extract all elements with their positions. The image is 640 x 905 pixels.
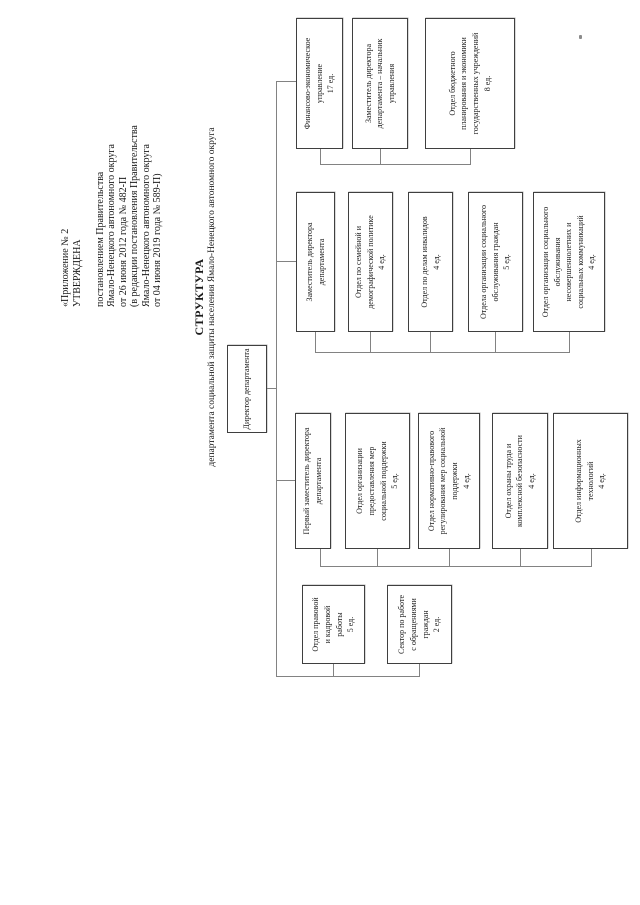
connector-line: [470, 149, 471, 165]
connector-line: [520, 549, 521, 567]
connector-director-stub: [267, 388, 276, 389]
connector-line: [320, 549, 321, 567]
connector-branch1-trunk: [320, 566, 591, 567]
page-title: СТРУКТУРА: [192, 258, 206, 336]
connector-line: [377, 549, 378, 567]
approval-block: «Приложение № 2 УТВЕРЖДЕНА постановление…: [60, 125, 163, 307]
connector-line: [495, 332, 496, 353]
connector-branch3-stub: [276, 81, 296, 82]
box-labor-safety: Отдел охраны труда и комплексной безопас…: [492, 413, 548, 549]
page-subtitle: департамента социальной защиты населения…: [207, 127, 217, 467]
scan-artifact: [579, 35, 582, 39]
connector-line: [569, 332, 570, 353]
connector-line: [591, 549, 592, 567]
connector-line: [449, 549, 450, 567]
connector-main-line: [276, 81, 277, 677]
box-family-demographic-policy: Отдел по семейной и демографической поли…: [348, 192, 393, 332]
box-legal-regulation: Отдел нормативно-правового регулирования…: [418, 413, 480, 549]
connector-branch2-trunk: [315, 352, 569, 353]
box-information-technology: Отдел информационных технологий 4 ед.: [553, 413, 628, 549]
box-director: Директор департамента: [227, 345, 267, 433]
connector-line: [370, 332, 371, 353]
box-disabled-affairs: Отдел по делам инвалидов 4 ед.: [408, 192, 453, 332]
connector-branch3-trunk: [320, 164, 470, 165]
box-minors-services-communications: Отдел организации социального обслуживан…: [533, 192, 605, 332]
box-social-services-organization: Отдела организации социального обслужива…: [468, 192, 523, 332]
box-deputy-director-head-of-directorate: Заместитель директора департамента – нач…: [352, 18, 408, 149]
connector-line: [315, 332, 316, 353]
box-social-support-provision: Отдел организации предоставления мер соц…: [345, 413, 410, 549]
connector-line: [333, 664, 334, 677]
box-deputy-director: Заместитель директора департамента: [296, 192, 335, 332]
connector-branch2-stub: [276, 261, 296, 262]
connector-left-trunk: [276, 676, 419, 677]
box-citizens-appeals-sector: Сектор по работе с обращениями граждан 2…: [387, 585, 452, 664]
box-first-deputy-director: Первый заместитель директора департамент…: [295, 413, 331, 549]
connector-line: [320, 149, 321, 165]
box-finance-economic-directorate: Финансово-экономическое управление 17 ед…: [296, 18, 343, 149]
connector-line: [419, 664, 420, 677]
connector-branch1-stub: [276, 480, 295, 481]
box-budget-planning-economics: Отдел бюджетного планирования и экономик…: [425, 18, 515, 149]
connector-line: [430, 332, 431, 353]
connector-line: [380, 149, 381, 165]
box-legal-hr-department: Отдел правовой и кадровой работы 5 ед.: [302, 585, 365, 664]
